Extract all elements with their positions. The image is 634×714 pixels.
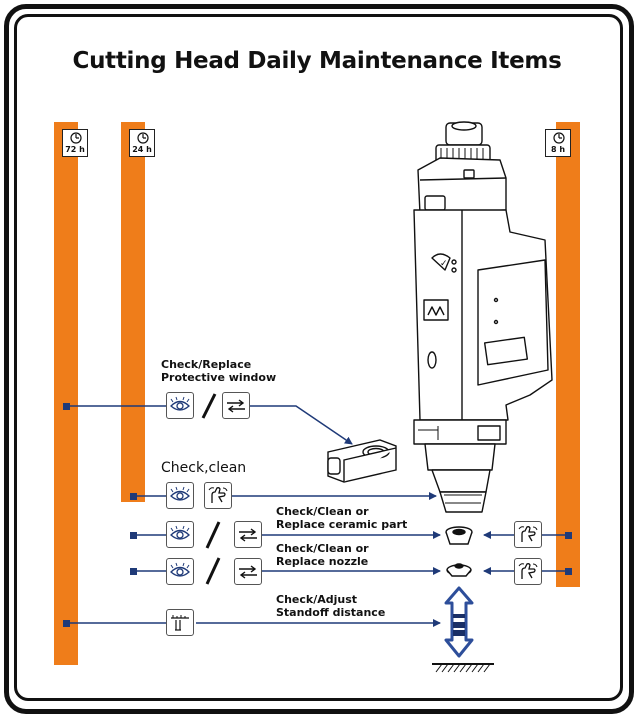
eye-icon (170, 562, 190, 577)
gauge-icon (171, 615, 189, 631)
interval-bar-8h (556, 122, 580, 587)
cutting-head-illustration: ✓ (413, 121, 553, 513)
clean-hand-icon (518, 563, 538, 579)
svg-text:✓: ✓ (440, 259, 448, 269)
clock-icon (70, 132, 82, 144)
label-line-1: Check/Adjust (276, 593, 358, 606)
protective-window-part (327, 439, 397, 483)
label-line-2: Protective window (161, 371, 277, 384)
interval-badge-8h: 8 h (545, 129, 571, 157)
label-line-1: Check/Clean or (276, 542, 369, 555)
interval-label-72h: 72 h (65, 145, 85, 154)
clean-hand-icon-ceramic-right (514, 521, 542, 548)
clock-icon (553, 132, 565, 144)
label-check-clean: Check,clean (161, 460, 247, 476)
label-standoff-distance: Check/Adjust Standoff distance (276, 593, 385, 619)
label-line-2: Replace nozzle (276, 555, 369, 568)
replace-icon-nozzle (234, 558, 262, 585)
label-protective-window: Check/Replace Protective window (161, 358, 276, 384)
clock-icon (137, 132, 149, 144)
interval-badge-72h: 72 h (62, 129, 88, 157)
clean-hand-icon-nozzle-right (514, 558, 542, 585)
interval-bar-24h (121, 122, 145, 502)
inner-frame (14, 14, 623, 701)
replace-icon-ceramic (234, 521, 262, 548)
outer-frame (4, 4, 634, 714)
interval-bar-72h (54, 122, 78, 665)
standoff-distance-arrow (432, 586, 494, 673)
page-title: Cutting Head Daily Maintenance Items (72, 48, 562, 74)
replace-arrows-icon (239, 528, 257, 542)
inspect-eye-icon-head (166, 482, 194, 509)
inspect-eye-icon-window (166, 392, 194, 419)
eye-icon (170, 396, 190, 411)
replace-arrows-icon (239, 565, 257, 579)
clean-hand-icon (208, 487, 228, 503)
eye-icon (170, 486, 190, 501)
label-line-2: Replace ceramic part (276, 518, 408, 531)
ceramic-part (445, 526, 473, 545)
nozzle-part (446, 563, 472, 577)
label-line-1: Check/Clean or (276, 505, 369, 518)
eye-icon (170, 525, 190, 540)
clean-hand-icon-head (204, 482, 232, 509)
inspect-eye-icon-nozzle (166, 558, 194, 585)
standoff-gauge-icon (166, 609, 194, 636)
inspect-eye-icon-ceramic (166, 521, 194, 548)
replace-icon-window (222, 392, 250, 419)
interval-badge-24h: 24 h (129, 129, 155, 157)
clean-hand-icon (518, 526, 538, 542)
replace-arrows-icon (227, 399, 245, 413)
interval-label-8h: 8 h (550, 145, 566, 154)
label-line-1: Check/Replace (161, 358, 252, 371)
label-line-2: Standoff distance (276, 606, 386, 619)
label-ceramic-part: Check/Clean or Replace ceramic part (276, 505, 407, 531)
label-nozzle: Check/Clean or Replace nozzle (276, 542, 369, 568)
interval-label-24h: 24 h (132, 145, 152, 154)
